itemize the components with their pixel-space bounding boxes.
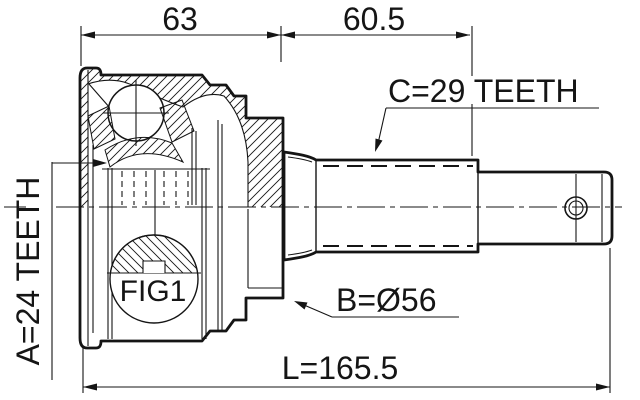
arrowhead — [267, 31, 281, 39]
dim-total-length: L=165.5 — [282, 350, 399, 386]
dimension-length: L=165.5 — [82, 248, 611, 393]
shaft-steps — [315, 161, 479, 251]
arrowhead — [375, 138, 383, 152]
extension-lines-top — [80, 26, 473, 156]
cage-section-right — [159, 99, 195, 143]
arrowhead — [81, 31, 95, 39]
shaft-section-hatch — [109, 234, 199, 274]
label-b-diameter: B=Ø56 — [294, 282, 459, 318]
cage-section-left — [87, 105, 116, 150]
dim-housing-width: 63 — [162, 1, 198, 37]
inner-spline-teeth-label: A=24 TEETH — [10, 177, 46, 366]
arrowhead — [456, 31, 470, 39]
arrowhead — [83, 383, 97, 391]
arrowhead — [294, 301, 308, 310]
keyway-notch-fill — [143, 260, 165, 273]
figure-label: FIG1 — [120, 275, 187, 308]
shaft-outline — [282, 150, 614, 262]
housing-hatch — [80, 68, 283, 207]
label-c-teeth: C=29 TEETH — [375, 73, 599, 152]
shaft-detail-lines — [287, 156, 603, 256]
leader-line-c — [376, 107, 599, 149]
inner-race-section — [104, 136, 185, 168]
detail-bubble-fig1: FIG1 — [107, 234, 201, 324]
dimension-top: 63 60.5 — [80, 1, 473, 156]
center-hole — [564, 174, 588, 242]
dim-spline-length: 60.5 — [343, 1, 405, 37]
output-shaft — [282, 150, 614, 262]
extension-lines-length — [82, 248, 611, 393]
arrowhead — [93, 159, 107, 167]
label-a-teeth: A=24 TEETH — [10, 159, 107, 380]
outer-diameter-label: B=Ø56 — [336, 282, 437, 318]
leader-line-a — [51, 162, 94, 380]
arrowhead — [596, 383, 610, 391]
keyway-notch-outline — [142, 260, 166, 273]
outer-spline-teeth-label: C=29 TEETH — [388, 73, 579, 109]
housing-section — [78, 66, 285, 350]
spline-shaft-dashes — [323, 165, 473, 247]
housing-inner-lines — [87, 70, 282, 346]
arrowhead — [281, 31, 295, 39]
